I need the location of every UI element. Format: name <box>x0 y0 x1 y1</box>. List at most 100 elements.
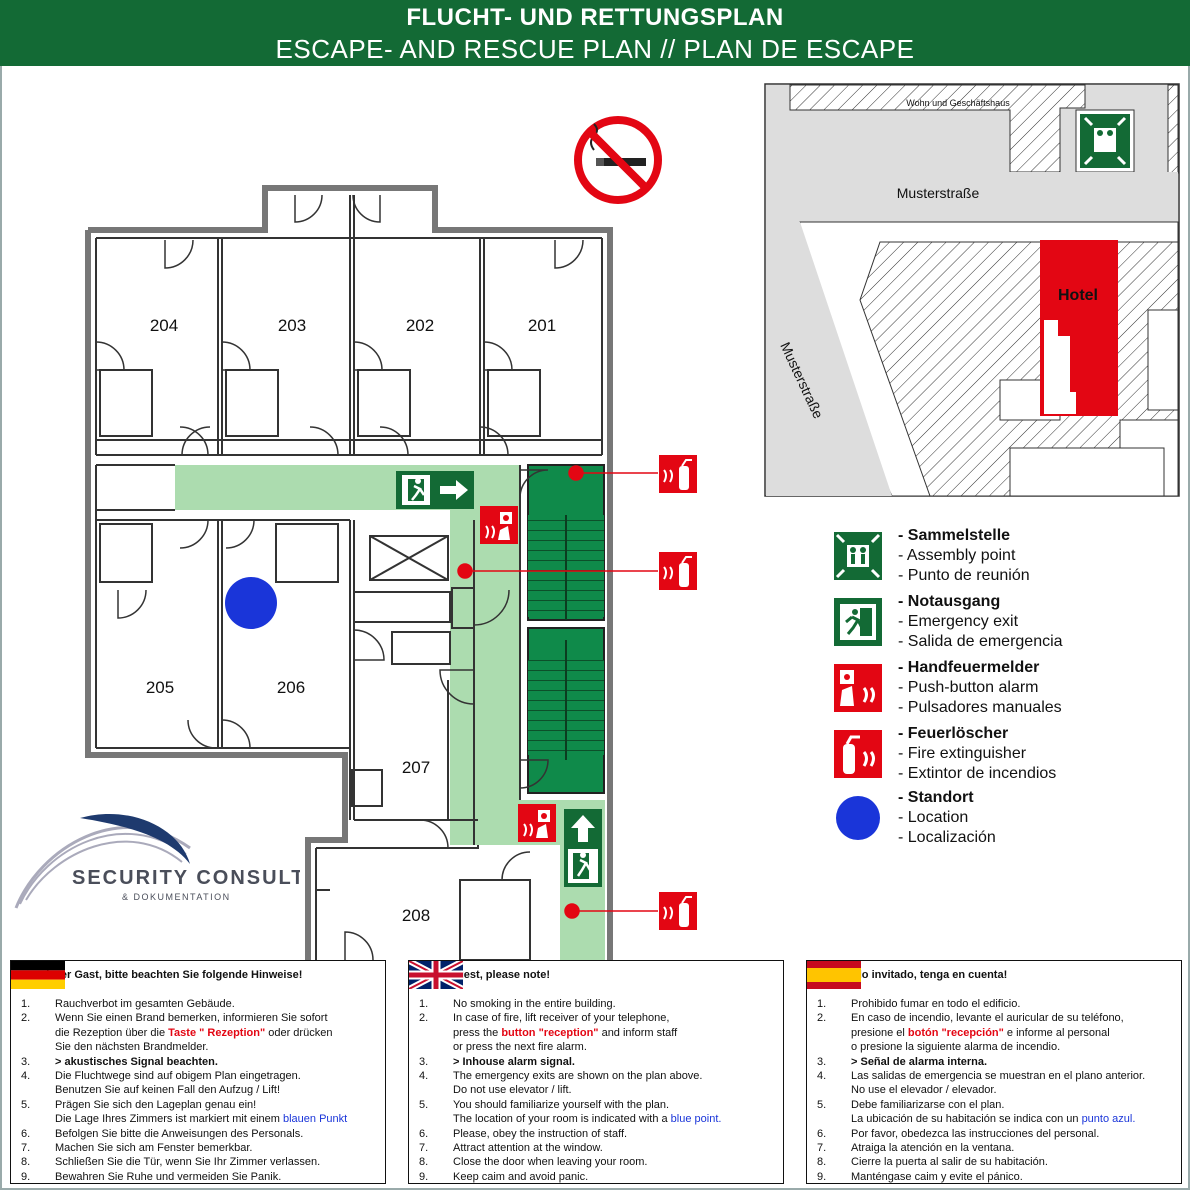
note-line: Befolgen Sie bitte die Anweisungen des P… <box>55 1127 304 1140</box>
room-202: 202 <box>406 316 434 335</box>
note-line: In case of fire, lift receiver of your t… <box>453 1012 670 1025</box>
site-map: Wohn und Geschäftshaus Musterstraße Must… <box>764 83 1180 497</box>
site-building-label: Wohn und Geschäftshaus <box>906 98 1010 108</box>
notes-title: Verehrter Gast, bitte beachten Sie folge… <box>23 969 303 981</box>
note-number: 1. <box>817 998 827 1010</box>
note-line: The location of your room is indicated w… <box>453 1113 671 1126</box>
note-number: 1. <box>419 998 429 1010</box>
german-flag-icon <box>11 961 65 989</box>
note-line: Benutzen Sie auf keinen Fall den Aufzug … <box>55 1084 281 1097</box>
note-line: Please, obey the instruction of staff. <box>453 1127 628 1140</box>
note-number: 9. <box>21 1170 31 1183</box>
plan-frame <box>0 66 1190 1190</box>
note-line: The emergency exits are shown on the pla… <box>453 1070 703 1083</box>
room-205: 205 <box>146 678 174 697</box>
note-line: > Señal de alarma interna. <box>851 1055 988 1068</box>
notes-box-es: Estimado invitado, tenga en cuenta! 1.Pr… <box>806 960 1182 1184</box>
note-number: 4. <box>817 1070 827 1083</box>
note-line: presione el <box>851 1026 908 1039</box>
note-line: No smoking in the entire building. <box>453 998 616 1010</box>
note-line: Machen Sie sich am Fenster bemerkbar. <box>55 1142 253 1155</box>
note-item: 4. The emergency exits are shown on the p… <box>419 1069 777 1098</box>
notes-list: 1. Rauchverbot im gesamten Gebäude. 2. Wenn… <box>21 997 379 1184</box>
note-line: Die Fluchtwege sind auf obigem Plan eing… <box>55 1070 301 1083</box>
notes-box-de: Verehrter Gast, bitte beachten Sie folge… <box>10 960 386 1184</box>
legend-en: - Fire extinguisher <box>898 745 1027 762</box>
note-item: 1. Rauchverbot im gesamten Gebäude. <box>21 997 379 1011</box>
note-number: 1. <box>21 998 31 1010</box>
legend-title: - Handfeuermelder <box>898 659 1040 676</box>
emergency-exit-icon <box>834 598 882 646</box>
note-number: 6. <box>817 1127 827 1140</box>
legend-title: - Feuerlöscher <box>898 725 1009 742</box>
plan-subtitle: ESCAPE- AND RESCUE PLAN // PLAN DE ESCAP… <box>275 34 915 64</box>
doors <box>95 194 584 960</box>
note-number: 4. <box>21 1070 31 1083</box>
legend-title: - Notausgang <box>898 593 1001 610</box>
notes-title: Estimado invitado, tenga en cuenta! <box>819 969 1008 981</box>
note-item: 6.Befolgen Sie bitte die Anweisungen des… <box>21 1127 379 1141</box>
note-line: die Rezeption über die <box>55 1026 169 1039</box>
note-number: 8. <box>419 1156 429 1169</box>
outer-walls <box>85 185 613 960</box>
room-208: 208 <box>402 906 430 925</box>
note-highlight: botón "recepción" <box>907 1026 1004 1039</box>
notes-list: 1.Prohibido fumar en todo el edificio.2.… <box>817 997 1175 1184</box>
note-number: 7. <box>419 1142 429 1155</box>
note-line: Schließen Sie die Tür, wenn Sie Ihr Zimm… <box>55 1156 321 1169</box>
legend-en: - Assembly point <box>898 547 1016 564</box>
note-line: Wenn Sie einen Brand bemerken, informier… <box>55 1012 328 1025</box>
note-line: Bewahren Sie Ruhe und vermeiden Sie Pani… <box>55 1170 282 1183</box>
note-item: 4. Die Fluchtwege sind auf obigem Plan ei… <box>21 1069 379 1098</box>
location-dot-icon <box>225 577 277 629</box>
legend-es: - Salida de emergencia <box>898 633 1063 650</box>
note-number: 7. <box>817 1142 827 1155</box>
fire-alarm-icon <box>518 804 556 842</box>
note-line: o presione la siguiente alarma de incend… <box>851 1041 1061 1054</box>
note-number: 9. <box>419 1170 429 1183</box>
fire-extinguisher-icon <box>659 552 697 590</box>
legend-en: - Emergency exit <box>898 613 1019 630</box>
room-206: 206 <box>277 678 305 697</box>
note-item: 9.Manténgase caim y evite el pánico. <box>817 1170 1175 1184</box>
uk-flag-icon <box>409 961 463 989</box>
assembly-point-icon <box>834 532 882 580</box>
legend-es: - Extintor de incendios <box>898 765 1057 782</box>
note-item: 8.Close the door when leaving your room. <box>419 1155 777 1169</box>
note-line: You should familiarize yourself with the… <box>453 1098 670 1111</box>
note-number: 2. <box>21 1012 31 1025</box>
note-item: 8.Cierre la puerta al salir de su habita… <box>817 1155 1175 1169</box>
note-line: Debe familiarizarse con el plan. <box>851 1098 1005 1111</box>
note-line: Keep caim and avoid panic. <box>453 1170 589 1183</box>
floor-plan: 204 203 202 201 205 206 207 208 <box>85 83 1180 960</box>
plan-header: FLUCHT- UND RETTUNGSPLAN ESCAPE- AND RES… <box>0 0 1190 66</box>
plan-title: FLUCHT- UND RETTUNGSPLAN <box>406 4 784 31</box>
note-number: 4. <box>419 1070 429 1083</box>
room-204: 204 <box>150 316 178 335</box>
notes-list: 1. No smoking in the entire building. 2. In… <box>419 997 777 1184</box>
legend-item-extinguisher: - Feuerlöscher - Fire extinguisher - Ext… <box>830 724 1180 784</box>
logo-swoosh-icon: SECURITY CONSULT & DOKUMENTATION <box>14 813 300 909</box>
legend-item-location: - Standort - Location - Localización <box>830 788 1180 848</box>
fire-alarm-icon <box>480 506 518 544</box>
note-item: 3.> akustisches Signal beachten. <box>21 1055 379 1069</box>
fire-alarm-icon <box>834 664 882 712</box>
room-207: 207 <box>402 758 430 777</box>
note-blue-text: blauen Punkt <box>283 1113 348 1126</box>
note-item: 3. > Inhouse alarm signal. <box>419 1055 777 1069</box>
note-line: Rauchverbot im gesamten Gebäude. <box>55 998 235 1010</box>
note-line: Sie den nächsten Brandmelder. <box>55 1041 209 1054</box>
note-item: 2.En caso de incendio, levante el auricu… <box>817 1011 1175 1054</box>
legend-item-alarm: - Handfeuermelder - Push-button alarm - … <box>830 658 1180 718</box>
note-line: Attract attention at the window. <box>453 1142 603 1155</box>
emergency-exit-sign-north <box>564 809 602 887</box>
note-line: > Inhouse alarm signal. <box>453 1055 575 1068</box>
location-dot-icon <box>836 796 880 840</box>
legend-es: - Localización <box>898 829 996 846</box>
note-item: 9. Keep caim and avoid panic. <box>419 1170 777 1184</box>
note-number: 5. <box>419 1098 429 1111</box>
note-number: 8. <box>817 1156 827 1169</box>
note-item: 2. In case of fire, lift receiver of your… <box>419 1011 777 1054</box>
stairwell <box>527 464 605 794</box>
note-number: 2. <box>419 1012 429 1025</box>
